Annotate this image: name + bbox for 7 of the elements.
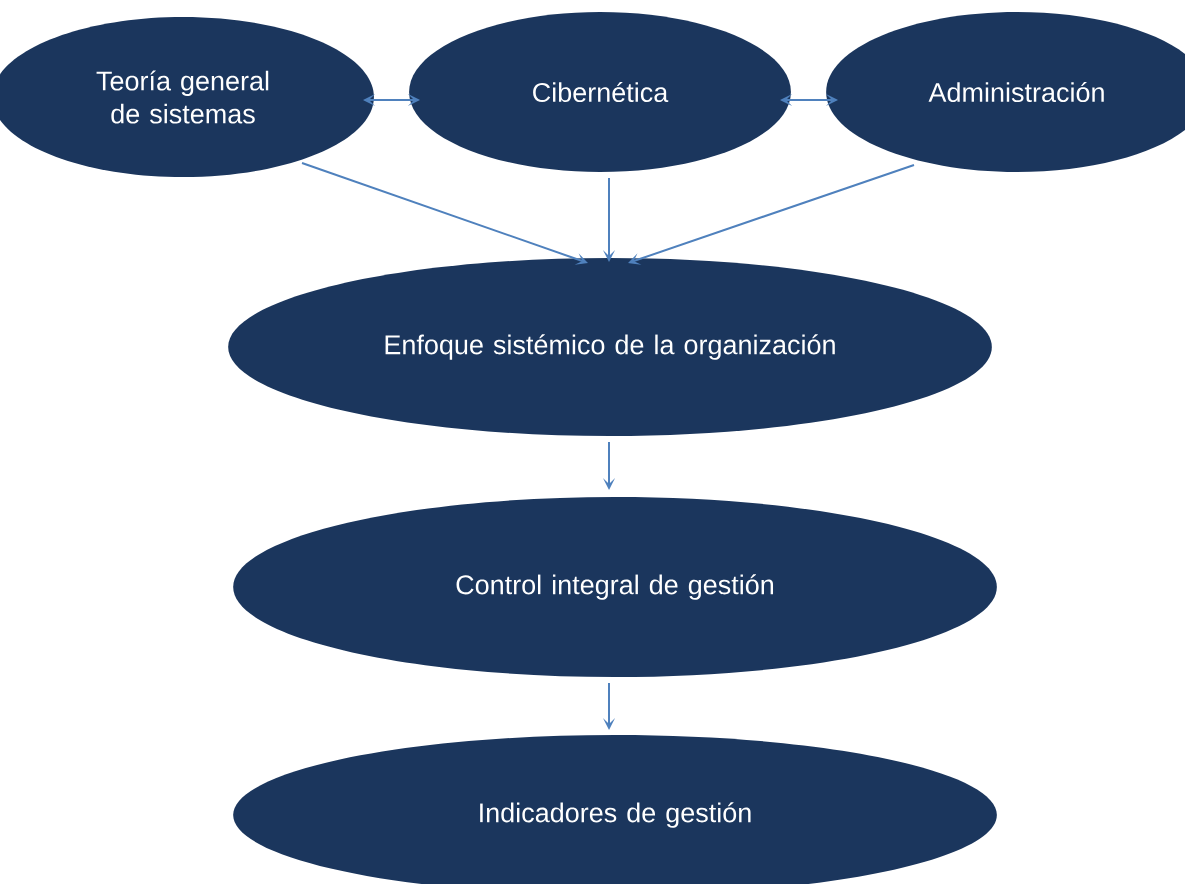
arrow xyxy=(628,164,915,265)
arrow xyxy=(780,93,838,107)
ellipse-node: Control integral de gestión xyxy=(233,497,997,677)
arrow xyxy=(301,162,588,265)
arrow xyxy=(363,93,420,107)
ellipse-node: Cibernética xyxy=(409,12,791,172)
ellipse-node: Enfoque sistémico de la organización xyxy=(228,258,992,436)
